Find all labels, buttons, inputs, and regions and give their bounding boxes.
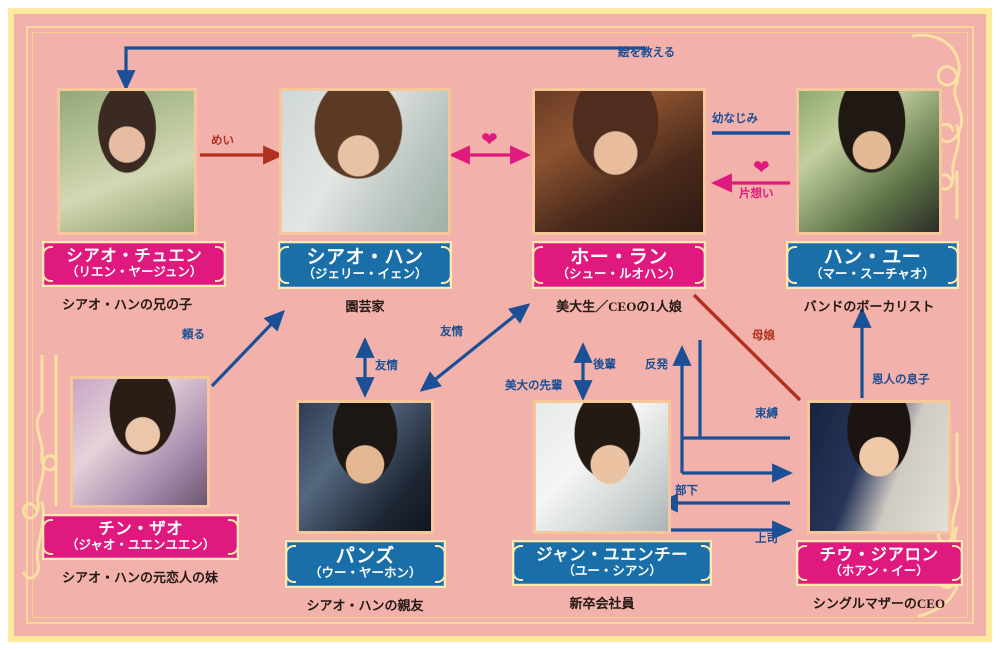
heart-icon-unrequited: ❤ (753, 157, 770, 179)
character-actor: （ジェリー・イェン） (302, 267, 428, 282)
character-role: 新卒会社員 (569, 595, 635, 611)
character-actor: （ユー・シアン） (562, 563, 662, 578)
name-plate-xiao-han: シアオ・ハン （ジェリー・イェン） (278, 241, 452, 290)
name-plate-jan-yuenchi: ジャン・ユエンチー （ユー・シアン） (512, 540, 713, 586)
character-card-ho-ran[interactable]: ホー・ラン （シュー・ルオハン） 美大生／CEOの1人娘 (519, 88, 719, 315)
relation-label-friendship-vertical: 友情 (375, 360, 398, 372)
character-role: シングルマザーのCEO (812, 595, 946, 611)
character-card-han-you[interactable]: ハン・ユー （マー・スーチャオ） バンドのボーカリスト (786, 88, 959, 315)
relation-label-rely-on: 頼る (182, 329, 205, 341)
character-name: ホー・ラン (570, 247, 668, 268)
character-name: シアオ・ハン (306, 247, 424, 268)
relation-label-niece: めい (211, 135, 234, 147)
character-name: チン・ザオ (98, 520, 184, 538)
character-role: 美大生／CEOの1人娘 (556, 299, 682, 315)
character-name: チウ・ジアロン (819, 546, 939, 564)
character-name: シアオ・チュエン (66, 247, 203, 265)
character-name: ハン・ユー (823, 247, 922, 268)
relation-label-mother-daughter: 母娘 (752, 330, 775, 342)
name-plate-han-you: ハン・ユー （マー・スーチャオ） (786, 241, 959, 290)
name-plate-chin-zao: チン・ザオ （ジャオ・ユエンユエン） (42, 514, 240, 560)
character-actor: （ウー・ヤーホン） (309, 566, 422, 581)
character-role: シアオ・ハンの親友 (306, 598, 424, 614)
relation-label-teach-painting: 絵を教える (618, 47, 676, 59)
relation-label-friendship-diagonal: 友情 (440, 326, 463, 338)
character-photo-xiao-chuen (57, 88, 197, 235)
relation-label-benefactor-son: 恩人の息子 (872, 374, 930, 386)
relation-label-art-senpai: 美大の先輩 (505, 380, 563, 392)
heart-icon-mutual: ❤ (481, 129, 498, 151)
name-plate-panzu: パンズ （ウー・ヤーホン） (285, 540, 446, 589)
character-card-panzu[interactable]: パンズ （ウー・ヤーホン） シアオ・ハンの親友 (285, 400, 446, 614)
relation-label-subordinate: 部下 (675, 485, 698, 497)
character-photo-chiu-jialon (807, 400, 951, 534)
character-name: パンズ (335, 546, 395, 567)
character-photo-chin-zao (70, 376, 210, 508)
character-photo-jan-yuenchi (533, 400, 671, 534)
character-role: シアオ・ハンの兄の子 (61, 296, 192, 312)
character-photo-ho-ran (532, 88, 706, 235)
character-actor: （リエン・ヤージュン） (66, 264, 203, 279)
relation-label-unrequited: 片想い (739, 188, 774, 200)
character-name: ジャン・ユエンチー (536, 546, 689, 564)
character-role: シアオ・ハンの元恋人の妹 (61, 569, 218, 585)
name-plate-ho-ran: ホー・ラン （シュー・ルオハン） (532, 241, 706, 290)
character-card-xiao-han[interactable]: シアオ・ハン （ジェリー・イェン） 園芸家 (272, 88, 458, 315)
character-actor: （ジャオ・ユエンユエン） (66, 537, 216, 552)
character-photo-xiao-han (279, 88, 451, 235)
relation-label-rebellion: 反発 (645, 359, 668, 371)
relation-label-boss: 上司 (755, 533, 778, 545)
name-plate-xiao-chuen: シアオ・チュエン （リエン・ヤージュン） (42, 241, 227, 287)
relation-label-kouhai: 後輩 (593, 359, 616, 371)
name-plate-chiu-jialon: チウ・ジアロン （ホアン・イー） (795, 540, 963, 586)
character-photo-han-you (796, 88, 942, 235)
character-card-chiu-jialon[interactable]: チウ・ジアロン （ホアン・イー） シングルマザーのCEO (786, 400, 972, 612)
character-actor: （ホアン・イー） (829, 563, 929, 578)
character-role: バンドのボーカリスト (803, 299, 935, 315)
relation-label-restraint: 束縛 (755, 408, 778, 420)
character-photo-panzu (296, 400, 434, 534)
character-card-xiao-chuen[interactable]: シアオ・チュエン （リエン・ヤージュン） シアオ・ハンの兄の子 (42, 88, 227, 313)
character-card-jan-yuenchi[interactable]: ジャン・ユエンチー （ユー・シアン） 新卒会社員 (512, 400, 713, 612)
character-actor: （マー・スーチャオ） (810, 267, 935, 282)
character-actor: （シュー・ルオハン） (556, 267, 682, 282)
character-card-chin-zao[interactable]: チン・ザオ （ジャオ・ユエンユエン） シアオ・ハンの元恋人の妹 (42, 376, 240, 586)
relation-label-childhood-friend: 幼なじみ (712, 113, 758, 125)
character-role: 園芸家 (345, 299, 385, 315)
